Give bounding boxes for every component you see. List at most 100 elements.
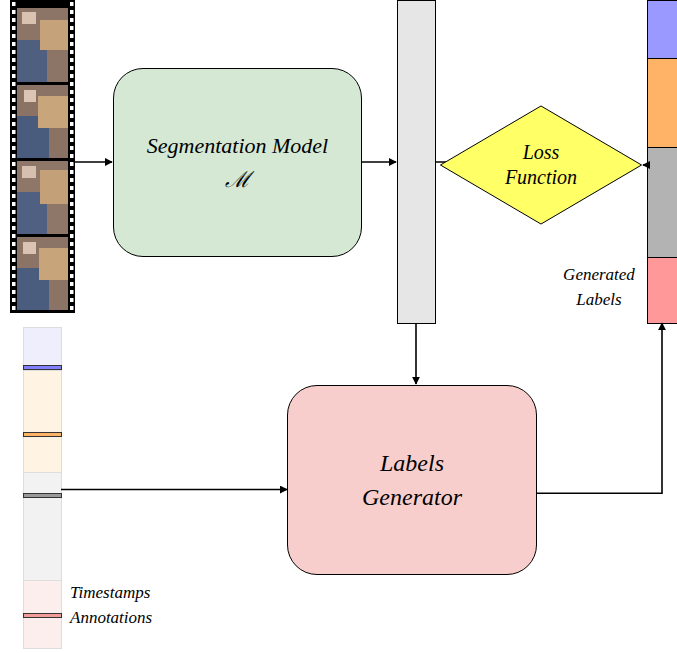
sprocket-hole <box>12 234 16 238</box>
sprocket-hole <box>12 266 16 270</box>
sprocket-hole <box>70 154 74 158</box>
sprocket-hole <box>70 162 74 166</box>
sprocket-hole <box>70 250 74 254</box>
sprocket-hole <box>12 274 16 278</box>
sprocket-hole <box>70 2 74 6</box>
sprocket-hole <box>70 10 74 14</box>
sprocket-hole <box>70 66 74 70</box>
generated-labels-bar <box>648 1 677 324</box>
sprocket-hole <box>70 178 74 182</box>
wire-arrow <box>415 324 417 384</box>
sprocket-hole <box>12 194 16 198</box>
sprocket-hole <box>70 90 74 94</box>
side-label: Timestamps Annotations <box>70 580 180 630</box>
node-label: Labels Generator <box>347 446 477 514</box>
node-label: Segmentation Model ℳ <box>140 129 335 197</box>
sprocket-hole <box>12 114 16 118</box>
process-box: Segmentation Model ℳ <box>113 68 362 257</box>
sprocket-hole <box>70 282 74 286</box>
side-label: Generated Labels <box>553 262 645 312</box>
sprocket-hole <box>70 34 74 38</box>
sprocket-hole <box>12 242 16 246</box>
sprocket-hole <box>70 242 74 246</box>
sprocket-hole <box>12 50 16 54</box>
sprocket-hole <box>12 298 16 302</box>
sprocket-hole <box>12 170 16 174</box>
sprocket-hole <box>70 18 74 22</box>
sprocket-hole <box>12 130 16 134</box>
video-frame <box>17 8 68 82</box>
sprocket-hole <box>70 50 74 54</box>
sprocket-hole <box>12 2 16 6</box>
sprocket-hole <box>70 234 74 238</box>
sprocket-hole <box>12 258 16 262</box>
sprocket-hole <box>12 178 16 182</box>
sprocket-hole <box>70 106 74 110</box>
sprocket-hole <box>70 130 74 134</box>
sprocket-hole <box>12 106 16 110</box>
sprocket-hole <box>70 146 74 150</box>
sprocket-hole <box>70 122 74 126</box>
sprocket-hole <box>70 194 74 198</box>
sprocket-hole <box>70 258 74 262</box>
sprocket-hole <box>12 10 16 14</box>
sprocket-hole <box>70 186 74 190</box>
sprocket-hole <box>70 74 74 78</box>
timestamps-strip: Timestamps Annotations <box>23 327 61 648</box>
sprocket-hole <box>12 290 16 294</box>
video-film-strip <box>10 0 75 313</box>
process-box: Labels Generator <box>287 385 537 575</box>
sprocket-hole <box>12 98 16 102</box>
sprocket-hole <box>70 138 74 142</box>
sprocket-hole <box>12 250 16 254</box>
connector-arrow <box>61 489 287 491</box>
sprocket-hole <box>12 162 16 166</box>
sprocket-hole <box>70 218 74 222</box>
sprocket-hole <box>12 186 16 190</box>
output-bar <box>398 1 436 324</box>
sprocket-hole <box>70 58 74 62</box>
video-frame <box>17 161 68 234</box>
sprocket-hole <box>70 114 74 118</box>
sprocket-hole <box>12 282 16 286</box>
sprocket-hole <box>12 18 16 22</box>
label-stack: Generated Labels <box>647 0 677 323</box>
sprocket-hole <box>12 26 16 30</box>
sprocket-hole <box>12 42 16 46</box>
sprocket-hole <box>12 306 16 310</box>
sprocket-hole <box>70 98 74 102</box>
sprocket-hole <box>70 210 74 214</box>
sprocket-hole <box>12 138 16 142</box>
connector-arrow <box>643 164 647 166</box>
sprocket-hole <box>70 26 74 30</box>
sprocket-hole <box>12 202 16 206</box>
sprocket-hole <box>70 42 74 46</box>
sprocket-hole <box>70 266 74 270</box>
video-frame <box>17 85 68 158</box>
node-label: Loss Function <box>496 140 586 190</box>
connector-arrow <box>537 323 662 493</box>
sprocket-hole <box>12 90 16 94</box>
sprocket-hole <box>12 146 16 150</box>
sprocket-hole <box>12 34 16 38</box>
sprocket-hole <box>12 154 16 158</box>
sprocket-hole <box>70 226 74 230</box>
sprocket-hole <box>12 74 16 78</box>
decision-diamond: Loss Function <box>439 105 643 225</box>
sprocket-hole <box>70 82 74 86</box>
sprocket-hole <box>70 170 74 174</box>
sprocket-hole <box>70 306 74 310</box>
sprocket-hole <box>12 66 16 70</box>
timestamps-strip <box>24 328 62 649</box>
sprocket-hole <box>70 274 74 278</box>
sprocket-hole <box>12 210 16 214</box>
sprocket-hole <box>70 202 74 206</box>
wire-arrow <box>362 161 396 163</box>
diamond-shape <box>439 105 643 225</box>
sprocket-hole <box>12 226 16 230</box>
sprocket-hole <box>12 122 16 126</box>
sprocket-hole <box>70 290 74 294</box>
sprocket-hole <box>12 218 16 222</box>
sprocket-hole <box>12 58 16 62</box>
